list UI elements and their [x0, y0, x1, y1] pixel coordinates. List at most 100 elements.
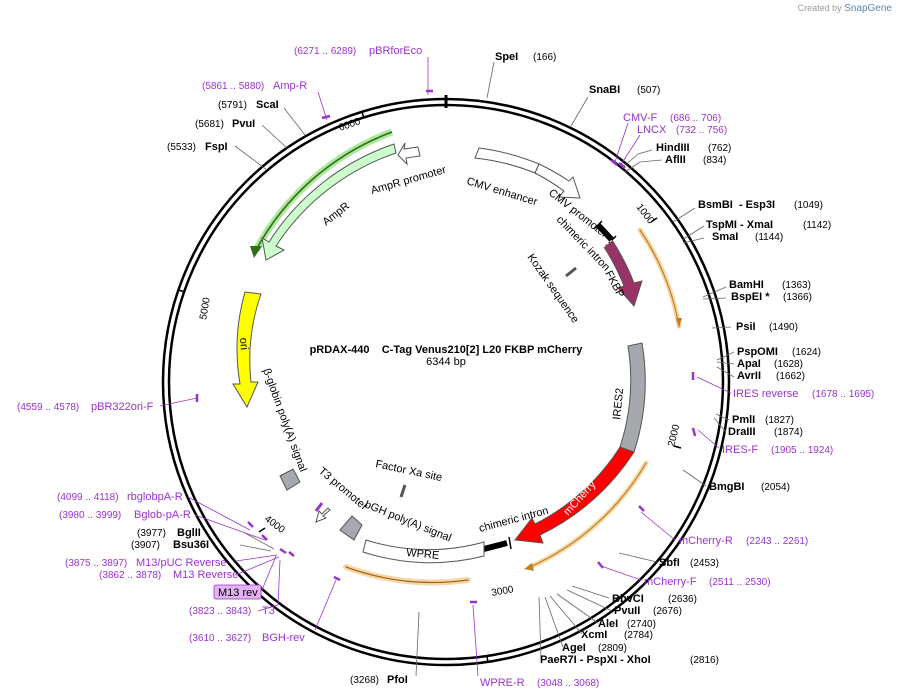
leader-sbfi: [618, 552, 658, 563]
primer-mark: [333, 575, 341, 582]
ampr-highlight-arrowhead: [250, 246, 262, 258]
site-pos-smai: (1144): [755, 232, 783, 243]
leader-bspei: [702, 297, 727, 300]
feature-label-ori: ori: [237, 337, 250, 350]
tick-label-2000: 2000: [666, 423, 682, 448]
leader-psii: [711, 326, 732, 329]
ampr-promoter-arrow: [397, 142, 421, 166]
tick-label-4000: 4000: [262, 514, 287, 536]
primer-range-m13-reverse: (3862 .. 3878): [99, 570, 161, 581]
site-pos-scai: (5791): [218, 100, 247, 111]
site-pos-bbvci: (2636): [668, 594, 697, 605]
leader-ires-f: [697, 429, 720, 449]
site-name-bspei: BspEI *: [731, 291, 770, 303]
leader-cmv-f: [614, 122, 629, 163]
site-pos-pvuii: (2676): [653, 606, 682, 617]
site-pos-bsmbi: (1049): [794, 200, 823, 211]
tick-mark: [650, 217, 658, 223]
site-name-apai: ApaI: [737, 358, 761, 370]
leader-pfoi: [415, 611, 420, 677]
plasmid-name: pRDAX-440 C-Tag Venus210[2] L20 FKBP mCh…: [310, 344, 584, 356]
tick-label-3000: 3000: [491, 584, 515, 599]
primer-name-pbr322ori-f: pBR322ori-F: [91, 401, 154, 413]
m13-rev-badge[interactable]: M13 rev: [213, 584, 262, 600]
site-name-bsmbi: BsmBI - Esp3I: [698, 199, 775, 211]
leader-pmli: [715, 413, 730, 421]
primer-range-pbr322ori-f: (4559 .. 4578): [17, 402, 79, 413]
m13-rev-badge-bg: [213, 584, 262, 600]
primer-range-t3: (3823 .. 3843): [189, 606, 251, 617]
orf-arc-bottom-region: [345, 566, 469, 583]
beta-globin-polya-block: [279, 468, 301, 491]
primer-name-cmv-f: CMV-F: [623, 112, 658, 124]
leader-bsu36i: [239, 544, 272, 552]
site-pos-aflii: (834): [703, 155, 726, 166]
mcherry-arrow: [514, 446, 635, 544]
leader-rbglobpa-r: [187, 496, 251, 531]
site-pos-tspmi: (1142): [803, 220, 831, 231]
primer-range-m13-puc: (3875 .. 3897): [65, 558, 127, 569]
site-name-bmgbi: BmgBI: [709, 481, 744, 493]
site-pos-pvui: (5681): [195, 119, 224, 130]
site-name-pvui: PvuI: [232, 118, 255, 130]
primer-range-bglob-pa-r: (3980 .. 3999): [59, 510, 121, 521]
site-name-aflii: AflII: [665, 154, 686, 166]
primer-mark: [610, 159, 618, 166]
feature-label-wpre: WPRE: [406, 547, 440, 562]
site-pos-bsu36i: (3907): [131, 540, 160, 551]
leader-draiii: [713, 417, 727, 433]
primer-name-ires-f: IRES-F: [722, 444, 758, 456]
fkbp-arrow: [603, 239, 643, 307]
leader-t3: [257, 559, 281, 612]
site-name-bbvci: BbvCI: [612, 593, 644, 605]
leader-hindiii: [621, 149, 653, 169]
primer-name-wpre-r: WPRE-R: [480, 677, 525, 689]
ori-arrow: [232, 291, 262, 409]
site-name-snabi: SnaBI: [589, 84, 620, 96]
watermark-prefix: Created by: [797, 3, 842, 13]
leader-smai: [682, 237, 705, 244]
leader-tspmi: [681, 225, 705, 241]
leader-fspi: [234, 145, 268, 171]
primer-name-rbglobpa-r: rbglobpA-R: [127, 491, 183, 503]
feature-label-ires2: IRES2: [611, 387, 626, 420]
primer-name-mcherry-r: mCherry-R: [679, 535, 733, 547]
leader-pvuii: [566, 589, 613, 612]
site-name-tspmi: TspMI - XmaI: [706, 219, 773, 231]
site-pos-draiii: (1874): [774, 427, 803, 438]
site-name-bamhi: BamHI: [729, 279, 764, 291]
leader-amp-r: [317, 91, 328, 121]
chimeric-intron-tick: [593, 220, 603, 230]
leader-m13-badge: [261, 555, 277, 591]
leader-bgh-rev: [314, 579, 337, 631]
chimeric-intron-tick: [508, 536, 512, 550]
primer-mark: [279, 547, 287, 555]
site-pos-alei: (2740): [627, 619, 656, 630]
site-name-spei: SpeI: [495, 51, 518, 63]
site-pos-sbfi: (2453): [690, 558, 719, 569]
primer-name-mcherry-f: mCherry-F: [644, 576, 697, 588]
leader-m13-puc: [235, 554, 278, 562]
primer-mark: [288, 551, 295, 557]
tick-mark: [258, 527, 266, 533]
site-name-sbfi: SbfI: [659, 557, 680, 569]
primer-mark: [261, 534, 268, 541]
site-name-smai: SmaI: [712, 231, 738, 243]
leader-avrii: [716, 366, 735, 378]
leader-bamhi: [702, 286, 727, 298]
primer-range-lncx: (732 .. 756): [676, 125, 727, 136]
orf-arc-fkbp-region: [637, 227, 682, 329]
site-pos-pspomi: (1624): [792, 347, 821, 358]
primer-mark: [247, 521, 254, 528]
leader-pvui: [261, 124, 288, 149]
plasmid-length: 6344 bp: [426, 356, 466, 368]
primer-range-wpre-r: (3048 .. 3068): [537, 678, 599, 689]
t3-primer-mark: [314, 502, 324, 512]
site-name-fspi: FspI: [205, 141, 228, 153]
site-name-pfoi: PfoI: [387, 674, 408, 686]
leader-wpre-r: [472, 604, 479, 677]
snapgene-logo: SnapGene: [844, 3, 892, 14]
feature-label-beta-globin-polya: β-globin poly(A) signal: [260, 367, 309, 474]
site-pos-apai: (1628): [774, 359, 803, 370]
